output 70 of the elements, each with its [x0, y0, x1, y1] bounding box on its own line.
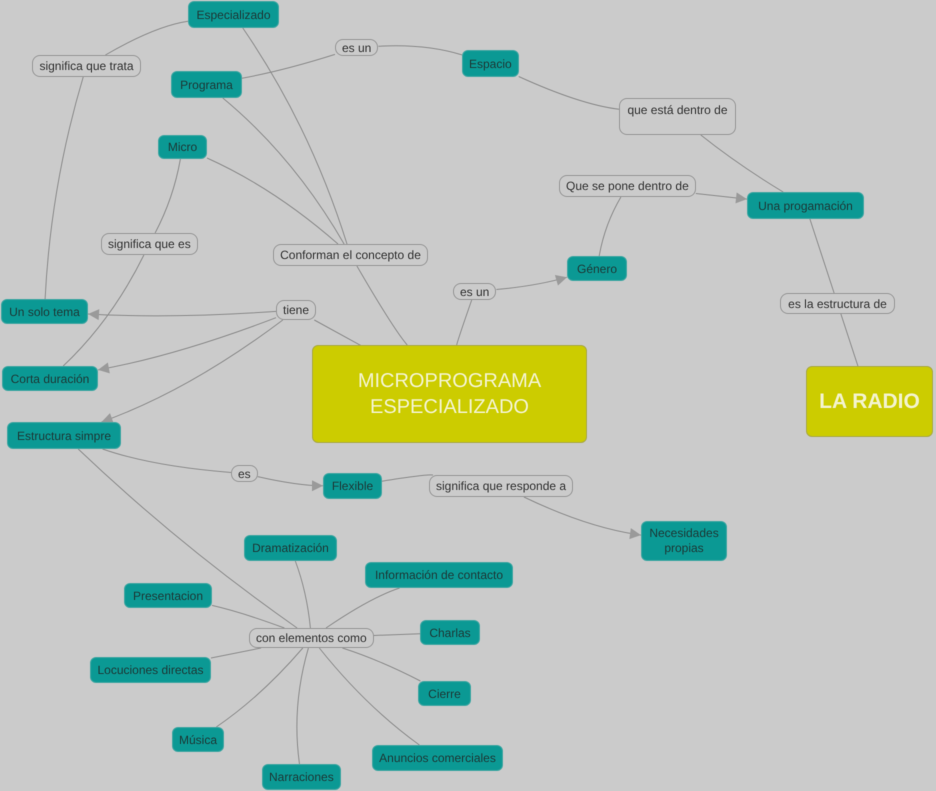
connector-line: [318, 648, 420, 746]
linking-phrase: significa que trata: [32, 55, 141, 77]
connector-line: [373, 633, 420, 636]
connector-line: [212, 604, 285, 628]
arrow: [98, 317, 276, 374]
concept-node: Flexible: [323, 473, 382, 499]
concept-node: Narraciones: [262, 764, 341, 790]
connector-line: [700, 134, 784, 192]
linking-phrase: Que se pone dentro de: [559, 175, 696, 197]
linking-phrase: que está dentro de: [619, 98, 736, 135]
connector-line: [242, 54, 336, 79]
connector-line: [456, 300, 472, 346]
linking-phrase: Conforman el concepto de: [273, 244, 428, 266]
connector-line: [294, 560, 311, 628]
connector-line: [382, 474, 434, 482]
connector-line: [206, 158, 338, 244]
linking-phrase: significa que responde a: [429, 475, 574, 497]
concept-node: Locuciones directas: [90, 657, 211, 683]
concept-node: Presentacion: [124, 583, 212, 608]
connector-line: [104, 20, 188, 56]
linking-phrase: con elementos como: [249, 628, 374, 648]
concept-node: Espacio: [462, 50, 519, 77]
main-concept-node: MICROPROGRAMA ESPECIALIZADO: [312, 345, 587, 443]
concept-node: Dramatización: [244, 535, 337, 561]
linking-phrase: es: [231, 465, 258, 482]
linking-phrase: es un: [335, 39, 378, 56]
connector-line: [378, 45, 462, 56]
concept-node: Corta duración: [2, 366, 98, 391]
concept-node: Género: [567, 256, 627, 281]
concept-node: Música: [172, 727, 224, 752]
concept-node: Cierre: [418, 681, 471, 706]
connector-line: [154, 158, 181, 234]
concept-node: Estructura simpre: [7, 422, 121, 449]
arrow: [496, 274, 568, 290]
connector-line: [44, 76, 84, 300]
connector-line: [242, 28, 348, 244]
arrow: [257, 476, 324, 492]
concept-node: Anuncios comerciales: [372, 745, 503, 771]
connector-line: [314, 320, 363, 347]
connector-line: [326, 588, 400, 628]
concept-node: Especializado: [188, 1, 279, 28]
connector-line: [356, 266, 408, 346]
connector-line: [809, 218, 835, 294]
linking-phrase: es un: [453, 283, 496, 300]
arrow: [101, 320, 284, 424]
connector-line: [210, 648, 262, 658]
concept-node: Información de contacto: [365, 562, 513, 588]
connector-line: [296, 648, 309, 764]
connector-line: [342, 648, 421, 682]
concept-node: Una progamación: [747, 192, 864, 219]
concept-node: Un solo tema: [1, 299, 88, 324]
concept-node: Necesidades propias: [641, 521, 727, 561]
arrow: [695, 192, 748, 204]
connector-line: [840, 314, 858, 366]
connector-line: [222, 98, 345, 244]
concept-node: Micro: [158, 135, 207, 159]
main-concept-node: LA RADIO: [806, 366, 933, 437]
connector-line: [216, 648, 304, 728]
concept-node: Charlas: [420, 620, 480, 645]
arrow: [88, 309, 276, 320]
connector-line: [78, 448, 298, 628]
connector-line: [598, 196, 622, 256]
linking-phrase: significa que es: [101, 233, 198, 255]
arrow: [523, 496, 642, 539]
linking-phrase: tiene: [276, 300, 316, 320]
connector-line: [518, 76, 620, 110]
connector-line: [62, 254, 144, 366]
connector-line: [102, 448, 232, 473]
concept-node: Programa: [171, 71, 242, 98]
linking-phrase: es la estructura de: [780, 293, 895, 314]
